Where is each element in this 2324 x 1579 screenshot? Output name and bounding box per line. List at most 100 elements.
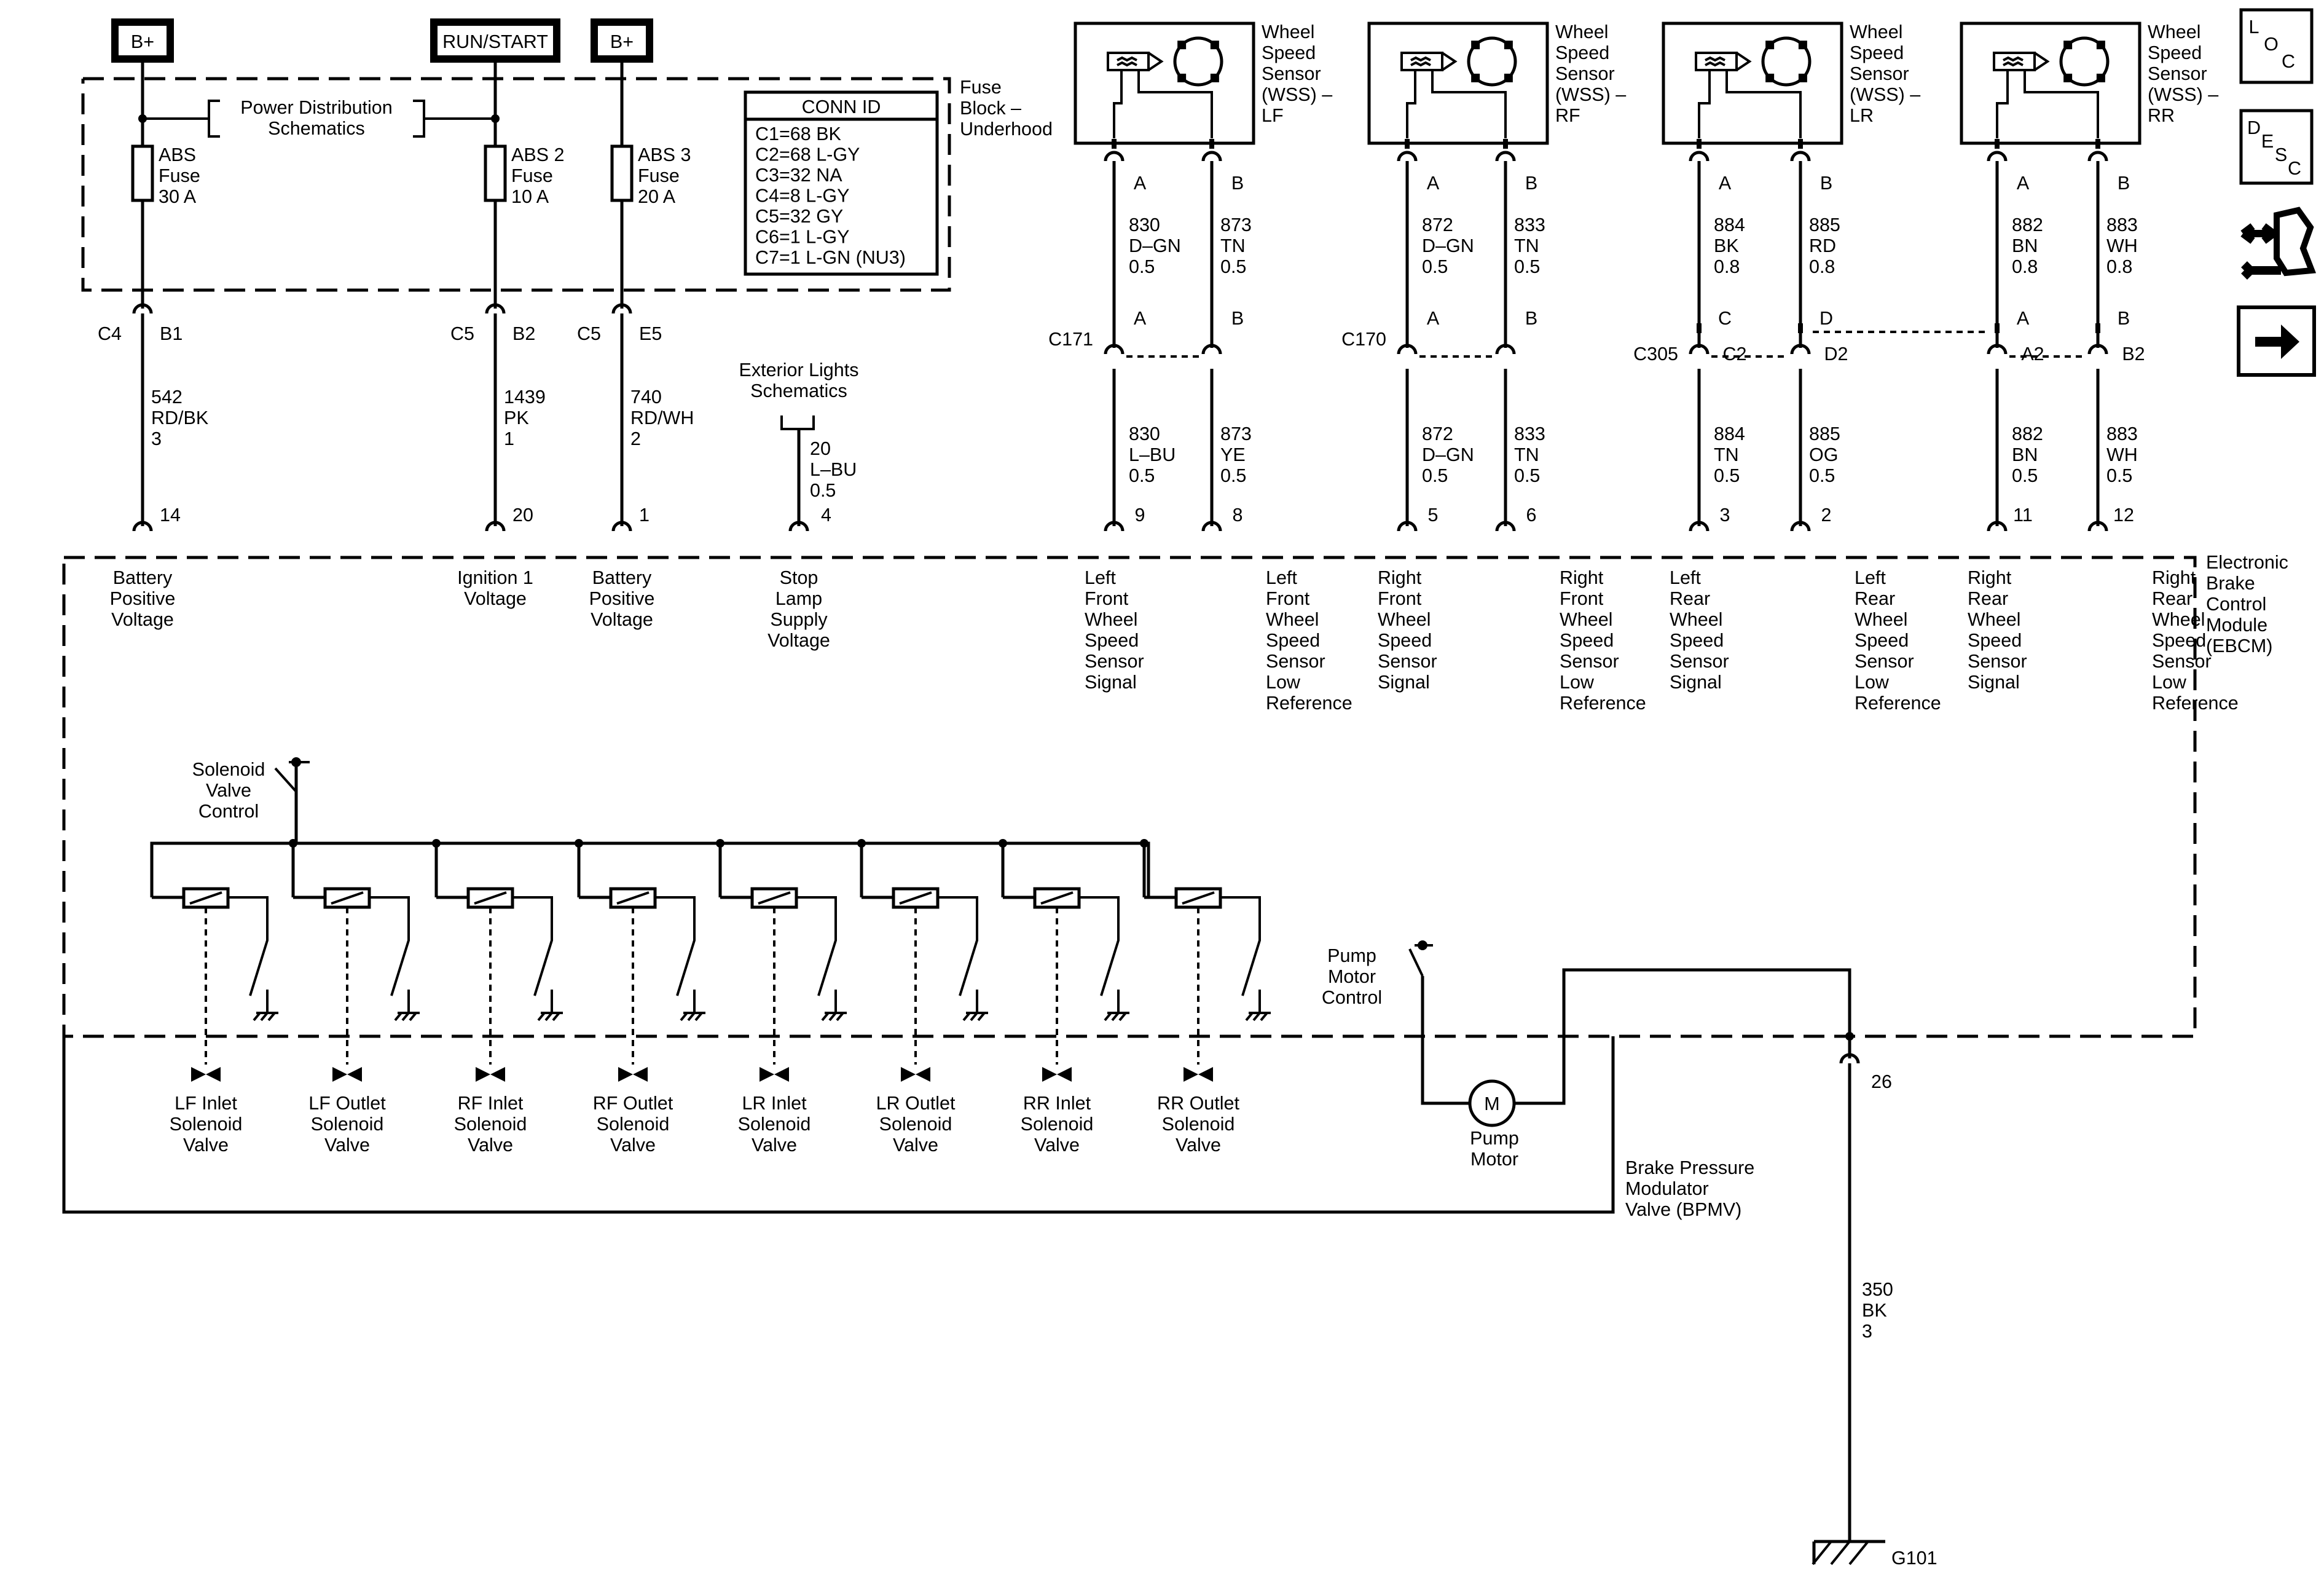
ebcm-function: Speed [1560, 630, 1614, 651]
ebcm-function: Front [1560, 588, 1604, 609]
nav-letter: D [2247, 117, 2261, 138]
inline-pin-bottom: B2 [2122, 344, 2145, 364]
connector-terminal [1397, 521, 1418, 532]
wss-pointer [1147, 52, 1164, 71]
ebcm-function: Wheel [1266, 609, 1319, 630]
ebcm-function: Wheel [1968, 609, 2020, 630]
ground-name: G101 [1891, 1548, 1937, 1569]
nav-letter: S [2275, 144, 2287, 165]
ebcm-pin: 9 [1135, 505, 1145, 526]
wire-spec: 0.5 [2012, 465, 2038, 486]
motor-symbol: M [1484, 1093, 1499, 1114]
fuse-rating: Fuse [159, 165, 200, 186]
valve-icon [1042, 1067, 1072, 1082]
pump-motor-icon [1468, 1079, 1516, 1127]
wire-spec: 873 [1220, 423, 1252, 444]
valve-name: Valve [324, 1135, 370, 1156]
wire-spec: OG [1809, 444, 1838, 465]
tone-tooth [1765, 41, 1775, 50]
fuse-block-name: Fuse [960, 77, 1002, 98]
wire-spec: 0.5 [810, 480, 836, 501]
wire-spec: TN [1514, 235, 1539, 256]
conn-id-row: C3=32 NA [755, 165, 842, 186]
ebcm-function: Signal [1085, 672, 1137, 693]
tone-tooth [1798, 73, 1807, 82]
connector-icon[interactable] [2274, 207, 2317, 277]
wire-spec: 0.8 [2012, 256, 2038, 277]
connector-terminal [485, 521, 506, 532]
wss-sensor-icon [1117, 56, 1137, 67]
wire [758, 891, 791, 905]
double-arrow-icon[interactable] [2240, 223, 2276, 244]
connector-terminal [1201, 344, 1222, 355]
wire-spec: 0.5 [1220, 256, 1246, 277]
valve-name: Solenoid [879, 1114, 952, 1135]
connector-terminal [1104, 151, 1125, 162]
wire [394, 1012, 402, 1022]
wire-spec: 20 [810, 438, 831, 459]
ebcm-function: Stop [780, 567, 819, 588]
connector-terminal [1790, 521, 1811, 532]
wrench-icon[interactable] [2241, 261, 2281, 280]
right-arrow-icon[interactable] [2255, 325, 2299, 359]
wss-pickup [1400, 52, 1443, 71]
wire [189, 891, 222, 905]
connector-terminal [132, 303, 153, 314]
ebcm-function: Sensor [2152, 651, 2212, 672]
wss-tone-ring-icon [1173, 36, 1223, 87]
wss-tone-ring-icon [1467, 36, 1517, 87]
wire-spec: 0.8 [2106, 256, 2132, 277]
sensor-pin-id: A [2017, 173, 2030, 194]
loc-icon[interactable]: LOC [2239, 8, 2314, 84]
nav-letter: C [2288, 158, 2301, 179]
valve-name: RF Outlet [593, 1093, 673, 1114]
ebcm-function: Sensor [1968, 651, 2027, 672]
connector-terminal [1790, 344, 1811, 355]
power-distribution-text: Power Distribution [240, 97, 393, 118]
wire [1182, 891, 1215, 905]
ebcm-function: Reference [1266, 693, 1352, 714]
wire [694, 1012, 703, 1022]
ebcm-function: Speed [1968, 630, 2022, 651]
wss-sensor-icon [1410, 56, 1431, 67]
wss-name: Wheel [1555, 22, 1608, 42]
wire-spec: 0.8 [1714, 256, 1740, 277]
next-arrow-icon[interactable] [2237, 305, 2316, 377]
wire-spec: 885 [1809, 215, 1840, 235]
ebcm-function: Wheel [2152, 609, 2205, 630]
wire-spec: 2 [630, 428, 641, 449]
wire-spec: 542 [151, 387, 183, 408]
conn-id-row: C4=8 L-GY [755, 186, 849, 207]
wire-spec: RD/BK [151, 408, 208, 428]
ebcm-function: Left [1085, 567, 1116, 588]
ebcm-function: Wheel [1855, 609, 1907, 630]
wire [1111, 1012, 1120, 1022]
inline-pin-bottom: C2 [1723, 344, 1747, 364]
wire-spec: 0.5 [1422, 465, 1448, 486]
connector-repair-icon[interactable] [2240, 207, 2317, 280]
ebcm-function: Right [1968, 567, 2012, 588]
driver-switch [938, 896, 978, 996]
connector-pin [1697, 323, 1702, 333]
splice [1140, 839, 1148, 848]
connector-terminal [1495, 521, 1516, 532]
wss-pickup [1993, 52, 2036, 71]
ebcm-function: Ignition 1 [457, 567, 533, 588]
nav-button-frame[interactable] [2239, 8, 2314, 84]
nav-button-frame[interactable] [2239, 109, 2314, 185]
ebcm-function: Supply [770, 609, 828, 630]
driver-switch [512, 896, 553, 996]
pump-control-label: Pump [1327, 945, 1376, 966]
tone-tooth [2096, 73, 2105, 82]
power-distribution-text: Schematics [268, 118, 365, 139]
wire-spec: 0.5 [1129, 465, 1155, 486]
ebcm-function: Left [1266, 567, 1297, 588]
